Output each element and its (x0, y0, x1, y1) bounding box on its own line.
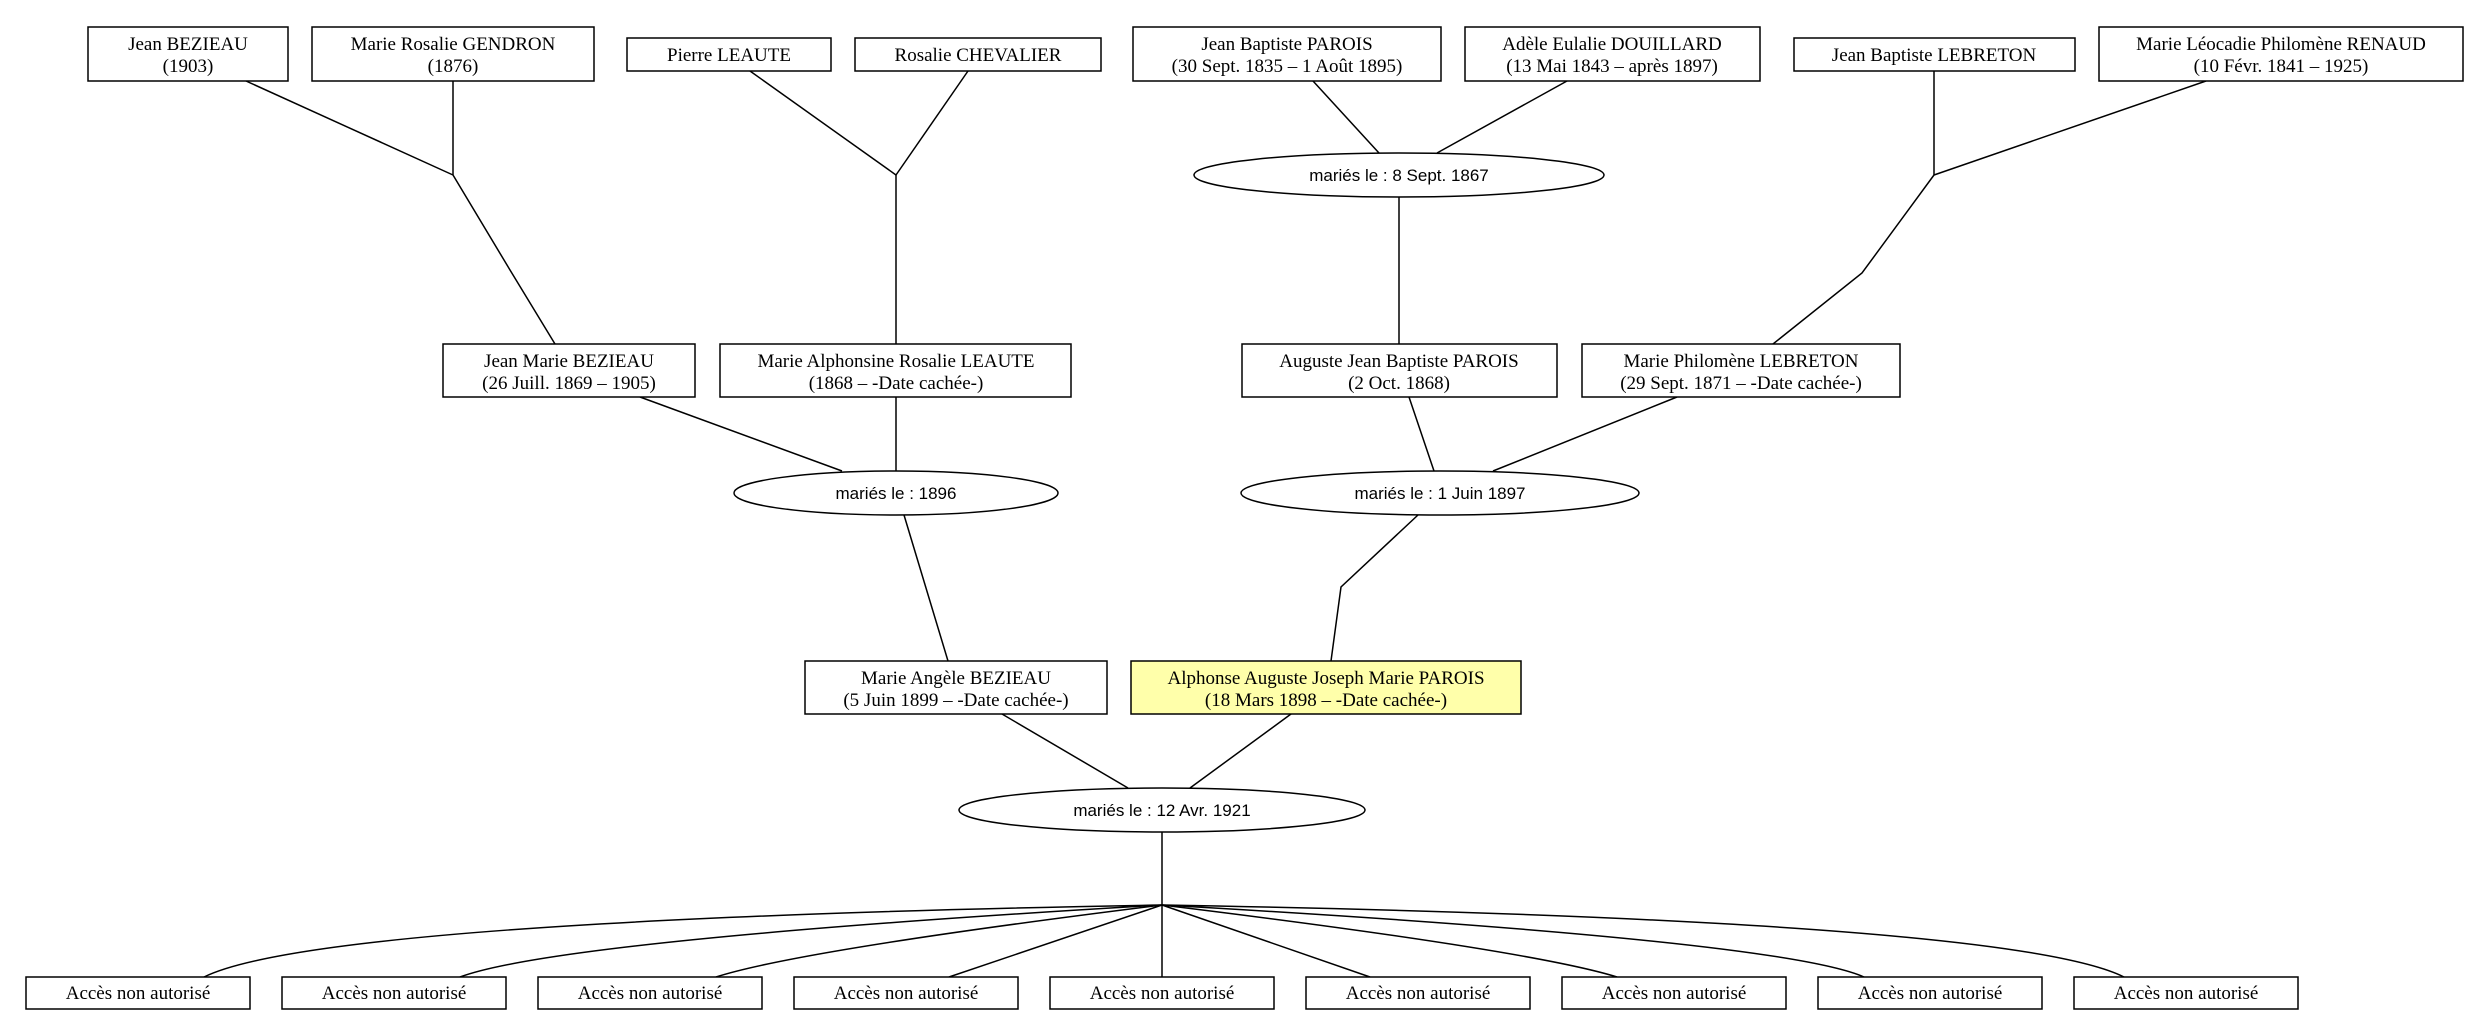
child-5[interactable]: Accès non autorisé (1049, 976, 1275, 1010)
person-name: Rosalie CHEVALIER (895, 45, 1062, 66)
person-marie-rosalie-gendron[interactable]: Marie Rosalie GENDRON (1876) (311, 26, 595, 82)
person-dates: (1903) (163, 56, 214, 77)
person-marie-alphonsine-leaute[interactable]: Marie Alphonsine Rosalie LEAUTE (1868 – … (719, 343, 1072, 398)
child-3[interactable]: Accès non autorisé (537, 976, 763, 1010)
person-name: Auguste Jean Baptiste PAROIS (1279, 351, 1518, 372)
person-name: Adèle Eulalie DOUILLARD (1502, 34, 1722, 55)
edge-auguste-to-marriage (1408, 396, 1435, 472)
person-dates: (2 Oct. 1868) (1348, 373, 1450, 394)
child-9[interactable]: Accès non autorisé (2073, 976, 2299, 1010)
child-label: Accès non autorisé (1858, 983, 2003, 1004)
edge-child-8 (1161, 904, 1865, 978)
edge-jean-bezieau (245, 80, 454, 176)
person-name: Jean Marie BEZIEAU (484, 351, 654, 372)
person-pierre-leaute[interactable]: Pierre LEAUTE (626, 37, 832, 72)
person-name: Pierre LEAUTE (667, 45, 791, 66)
child-label: Accès non autorisé (2114, 983, 2259, 1004)
child-7[interactable]: Accès non autorisé (1561, 976, 1787, 1010)
person-name: Jean Baptiste LEBRETON (1832, 45, 2037, 66)
person-marie-leocadie-renaud[interactable]: Marie Léocadie Philomène RENAUD (10 Févr… (2098, 26, 2464, 82)
child-2[interactable]: Accès non autorisé (281, 976, 507, 1010)
tree-edges (203, 70, 2207, 978)
child-label: Accès non autorisé (1090, 983, 1235, 1004)
person-adele-eulalie-douillard[interactable]: Adèle Eulalie DOUILLARD (13 Mai 1843 – a… (1464, 26, 1761, 82)
edge-marie-angele-to-marriage (1001, 713, 1129, 789)
child-label: Accès non autorisé (322, 983, 467, 1004)
person-name: Alphonse Auguste Joseph Marie PAROIS (1167, 668, 1484, 689)
person-jean-baptiste-parois[interactable]: Jean Baptiste PAROIS (30 Sept. 1835 – 1 … (1132, 26, 1442, 82)
edge-marie-philomene-to-marriage (1492, 396, 1678, 472)
edge-alphonse-to-marriage (1189, 713, 1292, 789)
marriage-label: mariés le : 8 Sept. 1867 (1309, 166, 1489, 185)
person-jean-baptiste-lebreton[interactable]: Jean Baptiste LEBRETON (1793, 37, 2076, 72)
person-dates: (18 Mars 1898 – -Date cachée-) (1205, 690, 1447, 711)
child-label: Accès non autorisé (66, 983, 211, 1004)
child-label: Accès non autorisé (578, 983, 723, 1004)
person-name: Marie Alphonsine Rosalie LEAUTE (757, 351, 1034, 372)
person-name: Marie Angèle BEZIEAU (861, 668, 1051, 689)
marriage-parois-douillard[interactable]: mariés le : 8 Sept. 1867 (1193, 152, 1605, 198)
person-dates: (5 Juin 1899 – -Date cachée-) (843, 690, 1068, 711)
edge-child-1 (203, 904, 1163, 978)
child-label: Accès non autorisé (1602, 983, 1747, 1004)
marriage-bezieau-parois[interactable]: mariés le : 12 Avr. 1921 (958, 787, 1366, 833)
child-4[interactable]: Accès non autorisé (793, 976, 1019, 1010)
child-6[interactable]: Accès non autorisé (1305, 976, 1531, 1010)
person-name: Marie Philomène LEBRETON (1623, 351, 1858, 372)
edge-jean-marie-to-marriage (639, 396, 843, 472)
edge-to-marie-philomene (1772, 174, 1935, 345)
person-dates: (30 Sept. 1835 – 1 Août 1895) (1172, 56, 1403, 77)
edge-jean-baptiste-parois (1312, 80, 1380, 154)
edge-child-9 (1161, 904, 2125, 978)
edge-pierre-leaute (749, 70, 897, 176)
edge-child-6 (1161, 904, 1371, 978)
child-label: Accès non autorisé (834, 983, 979, 1004)
person-dates: (10 Févr. 1841 – 1925) (2194, 56, 2369, 77)
marriage-parois-lebreton[interactable]: mariés le : 1 Juin 1897 (1240, 470, 1640, 516)
person-dates: (1876) (428, 56, 479, 77)
person-marie-angele-bezieau[interactable]: Marie Angèle BEZIEAU (5 Juin 1899 – -Dat… (804, 660, 1108, 715)
person-dates: (1868 – -Date cachée-) (809, 373, 984, 394)
marriage-label: mariés le : 1 Juin 1897 (1354, 484, 1525, 503)
edge-to-jean-marie-bezieau (452, 174, 556, 345)
person-dates: (26 Juill. 1869 – 1905) (482, 373, 656, 394)
edge-rosalie-chevalier (895, 70, 969, 176)
person-jean-bezieau[interactable]: Jean BEZIEAU (1903) (87, 26, 289, 82)
marriage-label: mariés le : 12 Avr. 1921 (1073, 801, 1250, 820)
edge-child-3 (715, 904, 1163, 978)
person-name: Marie Léocadie Philomène RENAUD (2136, 34, 2426, 55)
person-dates: (13 Mai 1843 – après 1897) (1506, 56, 1718, 77)
marriage-bezieau-leaute[interactable]: mariés le : 1896 (733, 470, 1059, 516)
edge-child-7 (1161, 904, 1618, 978)
edge-child-2 (459, 904, 1163, 978)
person-name: Jean BEZIEAU (128, 34, 248, 55)
person-name: Marie Rosalie GENDRON (351, 34, 556, 55)
person-auguste-jean-baptiste-parois[interactable]: Auguste Jean Baptiste PAROIS (2 Oct. 186… (1241, 343, 1558, 398)
person-marie-philomene-lebreton[interactable]: Marie Philomène LEBRETON (29 Sept. 1871 … (1581, 343, 1901, 398)
child-8[interactable]: Accès non autorisé (1817, 976, 2043, 1010)
marriage-label: mariés le : 1896 (836, 484, 957, 503)
person-jean-marie-bezieau[interactable]: Jean Marie BEZIEAU (26 Juill. 1869 – 190… (442, 343, 696, 398)
person-dates: (29 Sept. 1871 – -Date cachée-) (1620, 373, 1862, 394)
edge-marriage-to-marie-angele (903, 514, 949, 662)
child-1[interactable]: Accès non autorisé (25, 976, 251, 1010)
edge-marie-leocadie-renaud (1933, 80, 2207, 176)
child-label: Accès non autorisé (1346, 983, 1491, 1004)
edge-marriage-to-alphonse (1330, 514, 1419, 662)
edge-child-4 (948, 904, 1163, 978)
edge-adele-douillard (1436, 80, 1568, 154)
person-alphonse-auguste-parois[interactable]: Alphonse Auguste Joseph Marie PAROIS (18… (1130, 660, 1522, 715)
person-rosalie-chevalier[interactable]: Rosalie CHEVALIER (854, 37, 1102, 72)
person-name: Jean Baptiste PAROIS (1201, 34, 1372, 55)
